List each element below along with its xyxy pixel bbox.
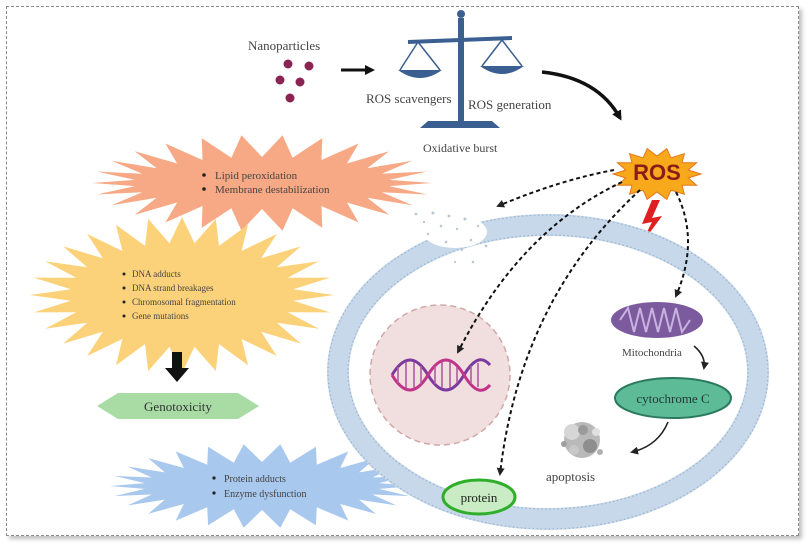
protein-damage-burst: Protein adducts Enzyme dysfunction <box>110 444 414 528</box>
down-arrow-icon <box>165 352 189 382</box>
nanoparticles-label: Nanoparticles <box>248 38 320 53</box>
mito-to-cytochrome-arrow <box>693 345 709 370</box>
ros-scavengers-label: ROS scavengers <box>366 91 452 106</box>
oxidative-burst-label: Oxidative burst <box>423 141 498 155</box>
lipid-item: Membrane destabilization <box>215 184 330 196</box>
dna-helix-icon <box>390 358 492 392</box>
genotoxicity-badge: Genotoxicity <box>97 393 259 419</box>
ros-generation-label: ROS generation <box>468 97 552 112</box>
genotoxicity-label: Genotoxicity <box>144 399 212 414</box>
protein-item: Protein adducts <box>224 474 286 485</box>
mitochondria-icon <box>611 302 703 338</box>
dna-damage-burst: DNA adducts DNA strand breakages Chromos… <box>30 217 334 373</box>
mitochondria-label: Mitochondria <box>622 347 682 359</box>
ros-to-membrane-arrow <box>496 169 615 208</box>
protein-item: Enzyme dysfunction <box>224 489 306 500</box>
nucleus <box>369 304 511 446</box>
ros-label: ROS <box>633 160 681 185</box>
cytochrome-to-apoptosis-arrow <box>630 421 669 455</box>
to-ros-arrow <box>541 70 622 121</box>
protein-badge: protein <box>441 478 517 516</box>
cell-membrane <box>327 211 769 530</box>
apoptosis-label: apoptosis <box>546 469 595 484</box>
protein-label: protein <box>461 490 498 505</box>
balance-scale-icon <box>398 10 524 128</box>
ros-dashed-arrows <box>457 169 689 476</box>
ros-to-dna-arrow <box>457 181 623 354</box>
lipid-item: Lipid peroxidation <box>215 170 298 182</box>
dna-item: Chromosomal fragmentation <box>132 297 236 307</box>
cytochrome-label: cytochrome C <box>636 391 709 406</box>
dna-item: DNA adducts <box>132 269 181 279</box>
ros-burst: ROS <box>611 147 703 201</box>
lipid-damage-burst: Lipid peroxidation Membrane destabilizat… <box>92 135 432 231</box>
apoptosis-icon <box>561 422 603 458</box>
cytochrome-c-badge: cytochrome C <box>614 377 732 419</box>
dna-item: Gene mutations <box>132 311 189 321</box>
ros-to-protein-arrow <box>496 189 641 476</box>
nanoparticles-cluster-icon <box>275 59 314 103</box>
lightning-icon <box>640 200 662 246</box>
ros-to-mitochondria-arrow <box>674 191 689 298</box>
dna-item: DNA strand breakages <box>132 283 214 293</box>
